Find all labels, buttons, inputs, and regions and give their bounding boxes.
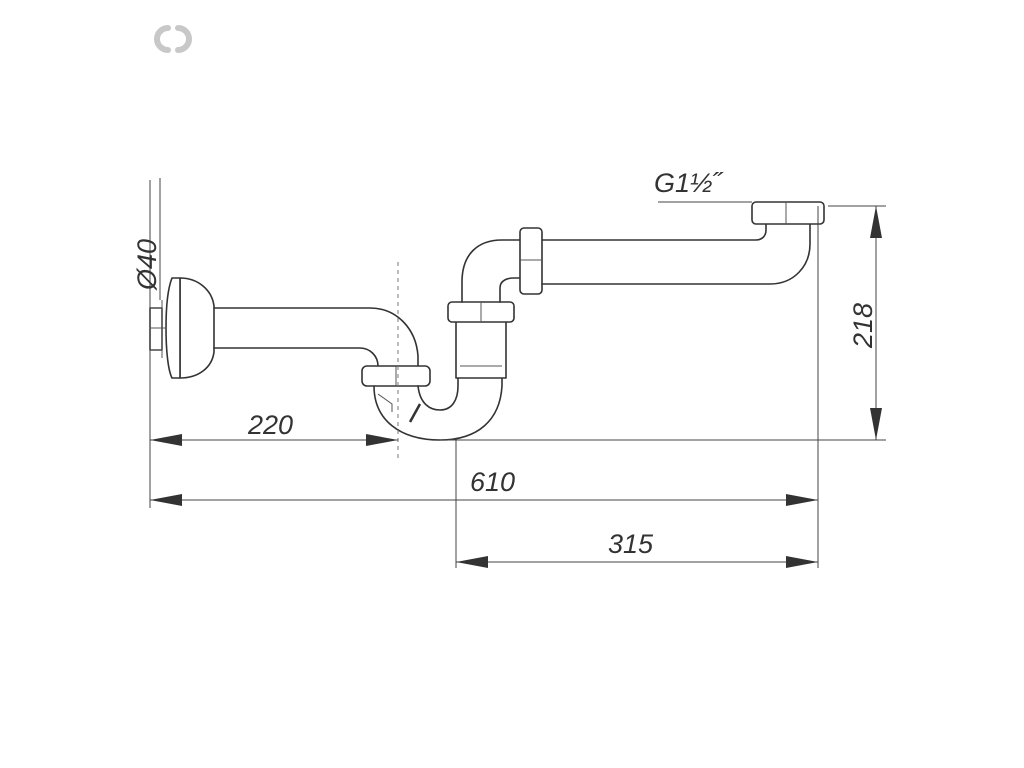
trap-body	[447, 239, 525, 379]
dimension-220	[150, 434, 398, 446]
overall-length-label: 610	[470, 467, 515, 497]
wall-pipe	[213, 307, 419, 367]
height-label: 218	[848, 303, 878, 349]
thread-label: G1½˝	[654, 168, 724, 198]
dimension-218	[870, 206, 882, 440]
diameter-label: Ø40	[132, 239, 162, 291]
link-rings-logo-icon	[154, 25, 192, 53]
extension-lines	[149, 178, 886, 568]
outlet-nut	[751, 201, 825, 225]
wall-to-trap-label: 220	[247, 410, 293, 440]
dimension-610	[150, 494, 818, 506]
dimension-315	[456, 556, 818, 568]
wall-rosette	[149, 277, 215, 379]
outlet-pipe	[541, 221, 811, 285]
trap-to-end-label: 315	[608, 529, 654, 559]
trap-inlet-nut	[361, 365, 431, 387]
upper-nut	[519, 227, 543, 295]
